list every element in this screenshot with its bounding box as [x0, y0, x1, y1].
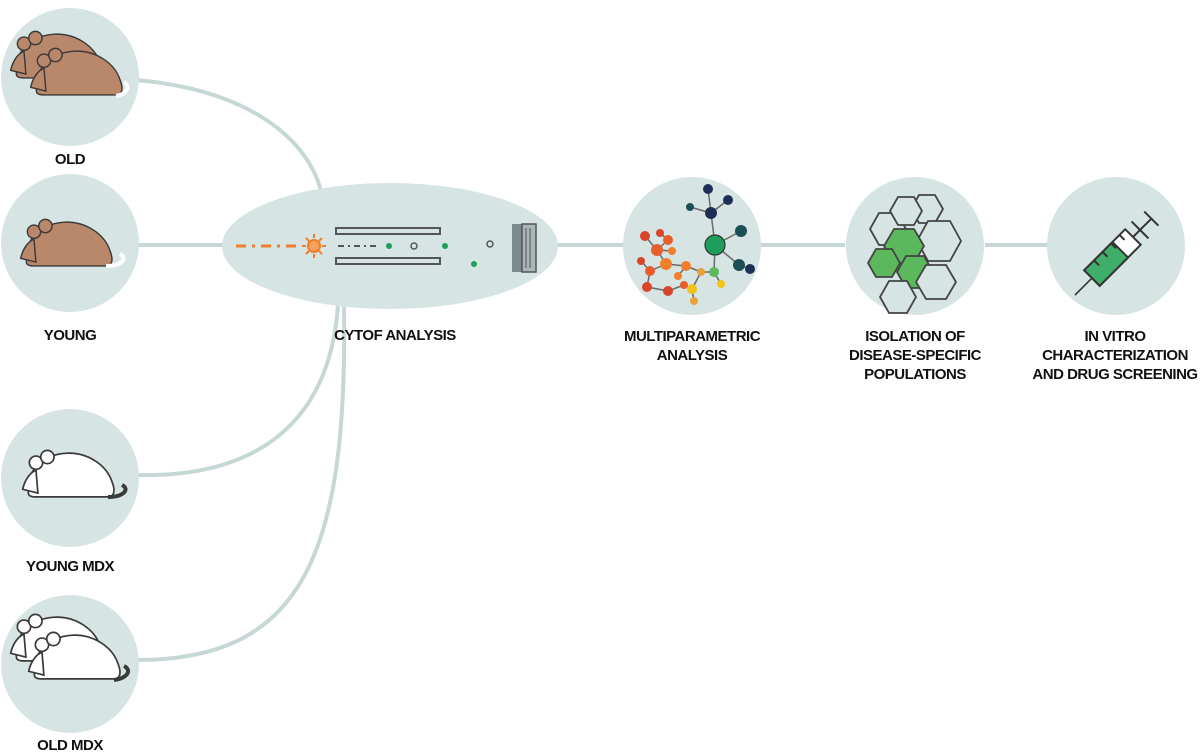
label-old: OLD: [54, 151, 86, 168]
label-isolation-line1: ISOLATION OF: [865, 328, 965, 345]
connector-youngmdx-cytof: [135, 304, 340, 478]
label-invitro-line1: IN VITRO: [1084, 328, 1146, 345]
node-isolation: [846, 177, 984, 315]
node-cytof: [222, 183, 558, 309]
node-old: [1, 8, 139, 146]
node-invitro: [1047, 177, 1185, 315]
label-multiparametric-line2: ANALYSIS: [656, 347, 728, 364]
node-young-mdx: [1, 409, 139, 547]
node-multiparametric: [623, 177, 761, 315]
brown-mouse-icon: [19, 218, 126, 268]
connector-old-cytof: [135, 78, 324, 196]
cluster-tree-icon: [637, 184, 755, 305]
syringe-icon: [1074, 210, 1160, 296]
mass-cytometer-icon: [236, 223, 537, 273]
label-multiparametric: MULTIPARAMETRIC ANALYSIS: [602, 327, 782, 365]
label-young-mdx: YOUNG MDX: [25, 558, 115, 575]
label-invitro: IN VITRO CHARACTERIZATION AND DRUG SCREE…: [1030, 327, 1200, 384]
label-invitro-line3: AND DRUG SCREENING: [1032, 366, 1198, 383]
connectors: [135, 78, 1048, 662]
connector-oldmdx-cytof: [135, 304, 347, 662]
label-cytof: CYTOF ANALYSIS: [334, 327, 456, 344]
cell-population-icon: [866, 194, 963, 314]
two-brown-mice-icon: [9, 30, 130, 98]
detector-icon: [512, 223, 537, 273]
label-old-mdx: OLD MDX: [37, 737, 103, 754]
white-mouse-icon: [21, 449, 128, 499]
label-young: YOUNG: [43, 327, 97, 344]
label-isolation-line2: DISEASE-SPECIFIC: [848, 347, 982, 364]
node-old-mdx: [1, 595, 139, 733]
node-young: [1, 174, 139, 312]
two-white-mice-icon: [9, 613, 131, 682]
label-isolation: ISOLATION OF DISEASE-SPECIFIC POPULATION…: [825, 327, 1005, 384]
label-multiparametric-line1: MULTIPARAMETRIC: [623, 328, 761, 345]
label-invitro-line2: CHARACTERIZATION: [1042, 347, 1188, 364]
laser-burst-icon: [302, 234, 326, 258]
label-isolation-line3: POPULATIONS: [864, 366, 966, 383]
